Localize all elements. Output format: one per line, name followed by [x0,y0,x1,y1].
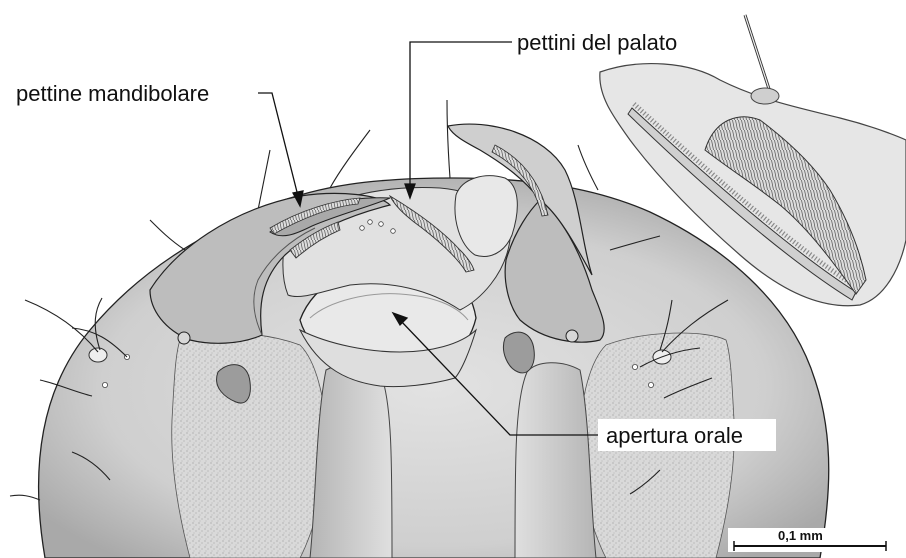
pore [391,229,396,234]
pore [379,222,384,227]
label-palate-combs: pettini del palato [517,30,677,55]
left-mandible-condyle [178,332,190,344]
pore [360,226,365,231]
scale-bar: 0,1 mm [728,528,898,552]
right-mandible-condyle [566,330,578,342]
pore [102,382,107,387]
pore [648,382,653,387]
inset-bristle-socket [751,88,779,104]
left-stippled-area [172,333,327,558]
leader-palate [410,42,512,188]
pore [368,220,373,225]
label-oral-opening: apertura orale [606,423,743,448]
label-mandibular-comb: pettine mandibolare [16,81,209,106]
scale-bar-label: 0,1 mm [778,528,823,543]
left-seta-socket [89,348,107,362]
pore [632,364,637,369]
